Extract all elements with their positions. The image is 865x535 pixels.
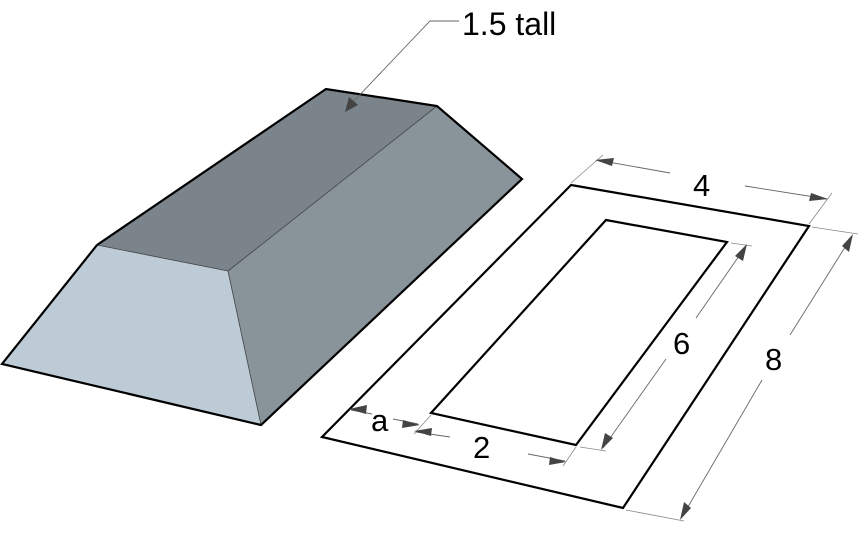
outer-width-label: 4 <box>693 168 710 203</box>
leader-arrowhead-icon <box>345 97 358 112</box>
inner-length-label: 6 <box>673 326 690 361</box>
top-face <box>97 89 437 271</box>
trapezoidal-prism-solid <box>0 87 524 427</box>
outer-length-label: 8 <box>765 342 782 377</box>
solid-outline <box>0 87 524 427</box>
inner-rectangle <box>428 218 729 447</box>
outer-rectangle <box>319 183 811 510</box>
dimension-outer-length: 8 <box>625 226 859 522</box>
dimension-outer-width: 4 <box>570 154 833 225</box>
dimension-inner-length: 6 <box>579 242 753 452</box>
dimension-offset: a <box>349 403 420 438</box>
right-slope-face <box>228 106 522 425</box>
plan-view <box>319 183 811 510</box>
inner-width-label: 2 <box>473 430 490 465</box>
offset-label: a <box>371 403 389 438</box>
front-face <box>2 245 261 425</box>
height-label: 1.5 tall <box>462 6 556 42</box>
dimension-inner-width: 2 <box>413 414 577 467</box>
height-callout: 1.5 tall <box>345 6 556 112</box>
